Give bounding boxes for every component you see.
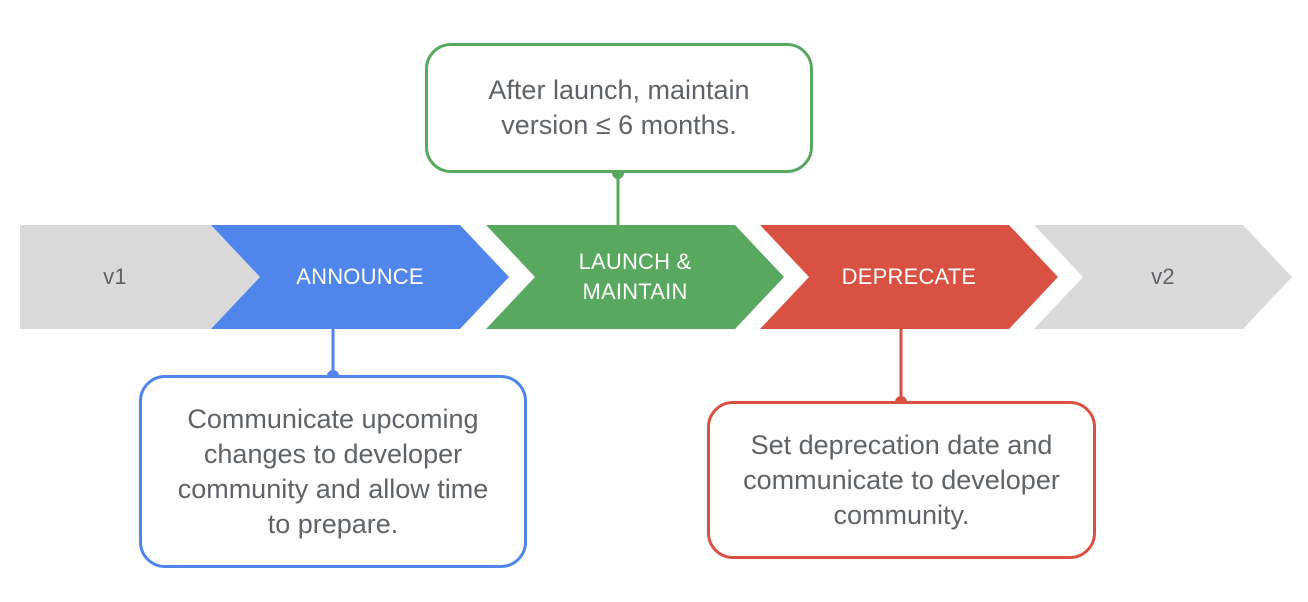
stage-label-v1: v1: [103, 264, 127, 289]
callout-deprecate: Set deprecation date and communicate to …: [707, 401, 1096, 559]
callout-launch: After launch, maintain version ≤ 6 month…: [425, 43, 813, 173]
chevron-v2: [1034, 225, 1292, 329]
stage-label-v2: v2: [1151, 264, 1175, 289]
callout-announce: Communicate upcoming changes to develope…: [139, 375, 527, 568]
stage-label-announce: ANNOUNCE: [296, 264, 424, 289]
chevron-launch-maintain: [486, 225, 784, 329]
chevron-v1: [20, 225, 260, 329]
callout-announce-text: Communicate upcoming changes to develope…: [177, 403, 489, 539]
callout-launch-text: After launch, maintain version ≤ 6 month…: [488, 75, 750, 140]
chevron-announce: [211, 225, 509, 329]
stage-label-deprecate: DEPRECATE: [841, 264, 977, 289]
chevron-deprecate: [760, 225, 1058, 329]
stage-label-launch-maintain: LAUNCH & MAINTAIN: [578, 249, 692, 304]
callout-deprecate-text: Set deprecation date and communicate to …: [743, 429, 1060, 530]
